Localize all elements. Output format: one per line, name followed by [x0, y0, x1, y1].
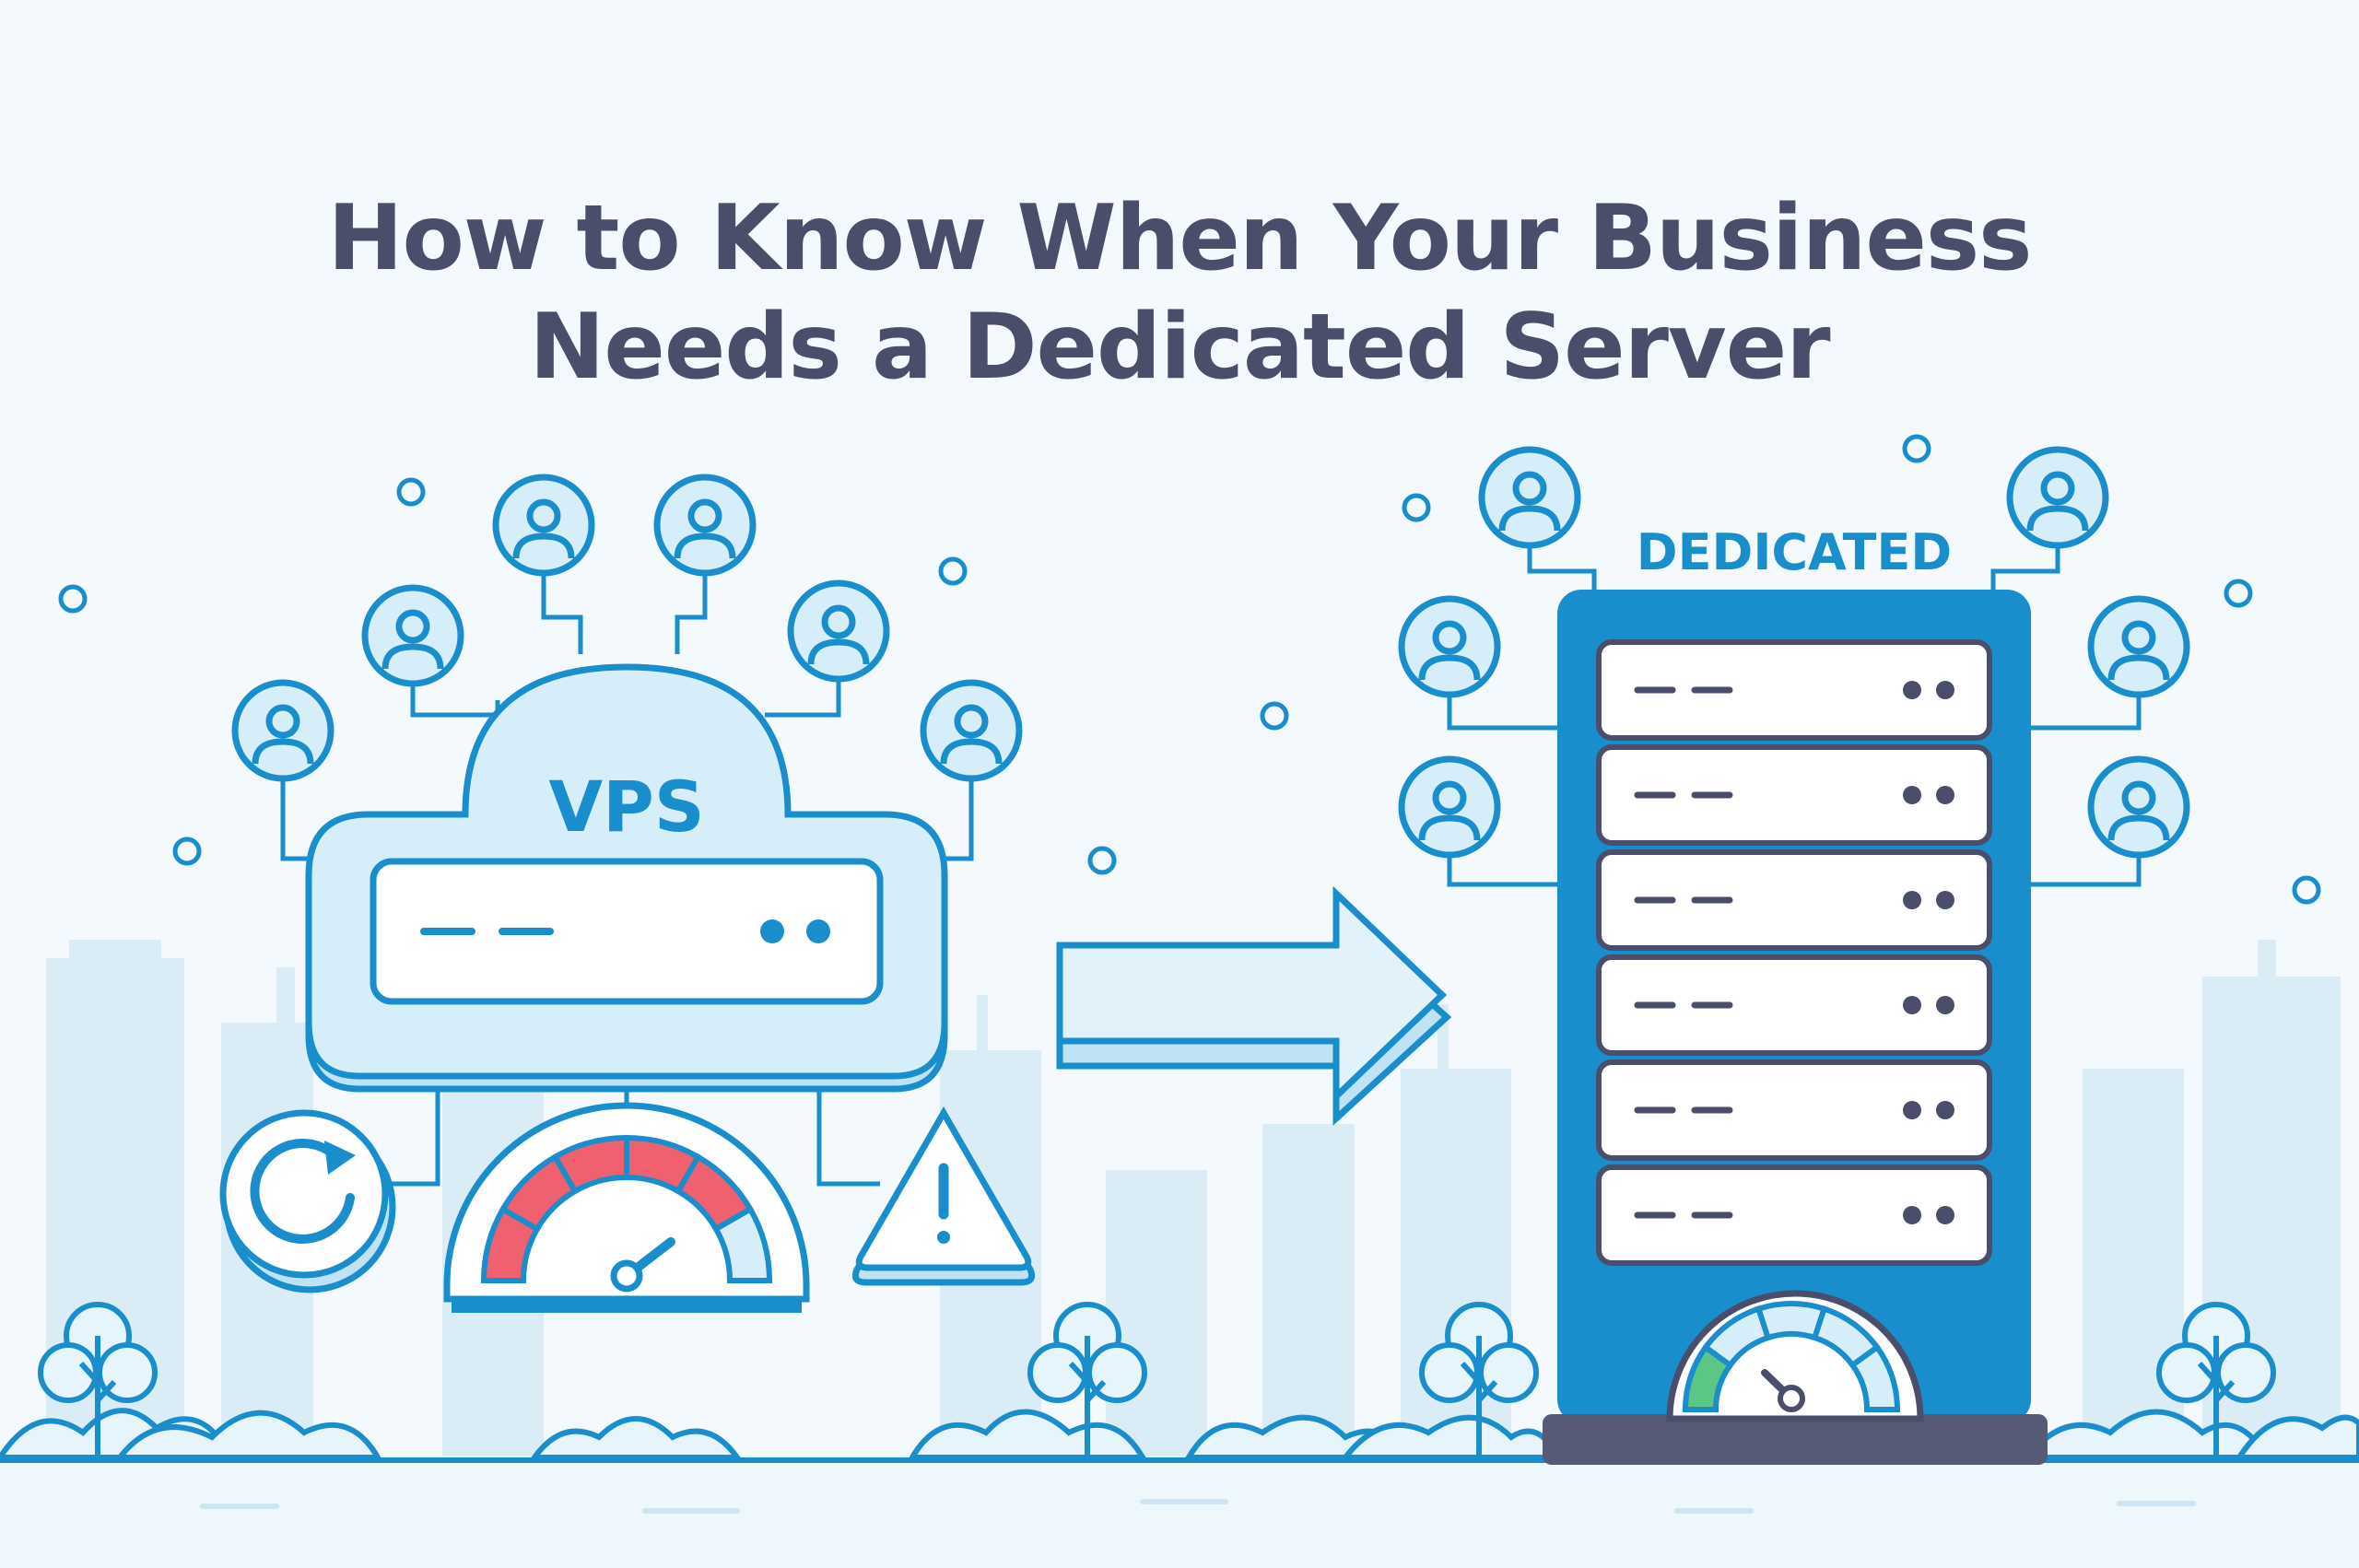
- vps-server-slot: [370, 858, 884, 1005]
- gauge-segment: [1848, 1343, 1901, 1412]
- dedicated-server-icon: [1543, 590, 2048, 1465]
- ground: [0, 1456, 2359, 1568]
- gauge-segment: [711, 1205, 773, 1283]
- page-title: How to Know When Your Business Needs a D…: [0, 184, 2359, 402]
- dedicated-gauge-segments: [1682, 1301, 1901, 1412]
- arrow-right-icon: [1056, 885, 1452, 1126]
- title-line-2: Needs a Dedicated Server: [529, 295, 1830, 400]
- vps-gauge-segments: [480, 1134, 773, 1283]
- decor-dots: [58, 434, 2321, 905]
- vps-cloud: VPS: [305, 663, 948, 1093]
- bushes: [0, 1408, 2359, 1460]
- title-line-1: How to Know When Your Business: [327, 186, 2033, 291]
- dedicated-speedometer-icon: [1666, 1290, 1924, 1422]
- vps-label: VPS: [548, 766, 704, 848]
- dedicated-label: DEDICATED: [1637, 523, 1952, 581]
- vps-speedometer-icon: [443, 1102, 810, 1313]
- warning-icon: [851, 1106, 1036, 1286]
- refresh-icon: [219, 1109, 396, 1293]
